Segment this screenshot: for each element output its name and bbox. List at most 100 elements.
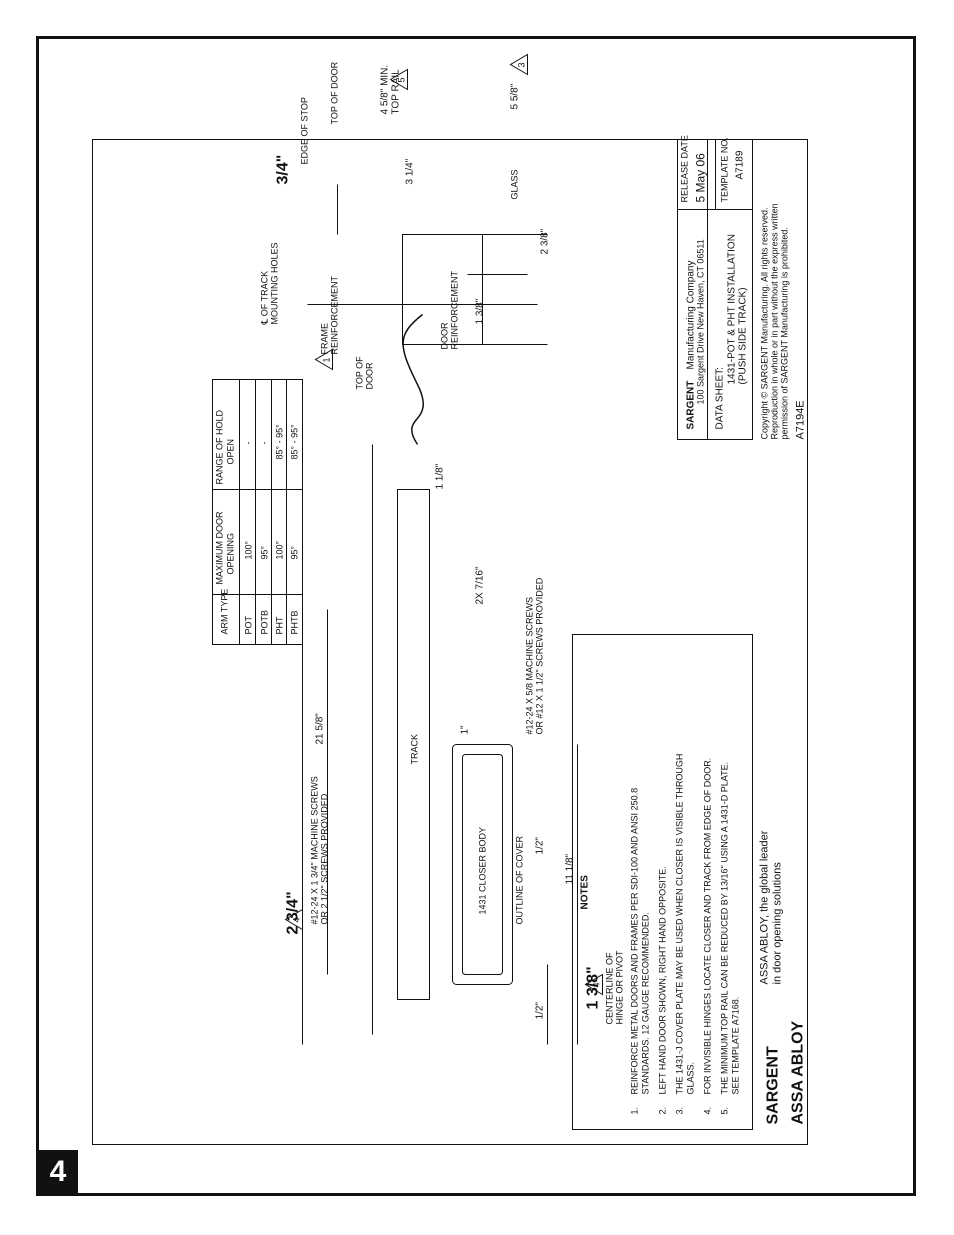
table-cell: - bbox=[244, 442, 254, 445]
tb-data-sheet: DATA SHEET: bbox=[715, 367, 726, 429]
note-2-line1: LEFT HAND DOOR SHOWN, RIGHT HAND OPPOSIT… bbox=[658, 866, 668, 1094]
dim-1: 1" bbox=[460, 725, 471, 735]
callout-num: 4 bbox=[592, 982, 602, 987]
brand-sargent: SARGENT bbox=[765, 1046, 782, 1124]
label-top-of-door2: DOOR bbox=[365, 362, 375, 390]
label-top-of-door1: TOP OF bbox=[355, 356, 365, 390]
track-outline bbox=[397, 489, 430, 1000]
copyright-line1: Copyright © SARGENT Manufacturing. All r… bbox=[760, 207, 770, 439]
note-3-num: 3. bbox=[675, 1107, 685, 1115]
table-cell: 100° bbox=[275, 540, 285, 559]
brand-assa: ASSA ABLOY bbox=[790, 1020, 807, 1124]
table-cell: 85° - 95° bbox=[290, 424, 300, 460]
callout-num: 1 bbox=[322, 357, 332, 362]
note-3-line2: GLASS. bbox=[686, 1062, 696, 1095]
dim-2-3-4: 2 3/4" bbox=[285, 891, 302, 934]
tb-template-val: A7189 bbox=[735, 150, 746, 179]
table-header-range2: OPEN bbox=[226, 439, 236, 465]
sheet-border bbox=[92, 139, 808, 1145]
dim-4-5-8-b: TOP RAIL bbox=[391, 69, 402, 115]
tb-company2: Manufacturing Company bbox=[686, 261, 697, 370]
table-header-max1: MAXIMUM DOOR bbox=[215, 511, 225, 584]
brand-tagline2: in door opening solutions bbox=[772, 862, 784, 985]
label-edge-of-stop: EDGE OF STOP bbox=[300, 97, 310, 164]
label-frame1: FRAME bbox=[320, 323, 330, 355]
tb-company: SARGENT bbox=[686, 381, 697, 430]
dim-21-5-8: 21 5/8" bbox=[315, 713, 326, 745]
dim-1-2-b: 1/2" bbox=[535, 837, 546, 855]
table-cell: POT bbox=[244, 615, 254, 634]
table-header-max2: OPENING bbox=[226, 533, 236, 575]
label-door-reinf2: REINFORCEMENT bbox=[450, 270, 460, 349]
copyright-code: A7194E bbox=[795, 400, 807, 439]
note-1-line1: REINFORCE METAL DOORS AND FRAMES PER SDI… bbox=[630, 788, 640, 1095]
dim-5-5-8: 5 5/8" bbox=[510, 83, 521, 109]
notes-box bbox=[572, 634, 753, 1130]
notes-title: NOTES bbox=[580, 875, 591, 910]
screws1-line2: OR 2 1/2" SCREWS PROVIDED bbox=[320, 793, 330, 924]
dim-11-1-8: 11 1/8" bbox=[565, 853, 576, 884]
note-4-line1: FOR INVISIBLE HINGES LOCATE CLOSER AND T… bbox=[703, 758, 713, 1095]
dim-1-3-8-b: 1 3/8" bbox=[475, 298, 486, 324]
table-cell: POTB bbox=[260, 610, 270, 635]
label-top-of-door3: TOP OF DOOR bbox=[330, 61, 340, 124]
callout-num: 5 bbox=[397, 77, 407, 82]
tb-template-no: TEMPLATE NO. bbox=[720, 137, 730, 202]
dim-1-2-a: 1/2" bbox=[535, 1002, 546, 1020]
page-number: 4 bbox=[38, 1150, 78, 1194]
dim-2x-7-16: 2X 7/16" bbox=[475, 566, 486, 604]
table-cell: - bbox=[260, 442, 270, 445]
table-header-range1: RANGE OF HOLD bbox=[215, 409, 225, 484]
screws2-line1: #12-24 X 5/8 MACHINE SCREWS bbox=[525, 597, 535, 735]
callout-triangle-icon bbox=[584, 973, 603, 996]
screws2-line2: OR #12 X 1 1/2" SCREWS PROVIDED bbox=[535, 577, 545, 734]
callout-num: 3 bbox=[517, 62, 527, 67]
tb-release: RELEASE DATE bbox=[680, 135, 690, 202]
note-4-num: 4. bbox=[703, 1107, 713, 1115]
dim-2-3-8: 2 3/8" bbox=[540, 228, 551, 254]
table-cell: 85° - 95° bbox=[275, 424, 285, 460]
label-frame2: REINFORCEMENT bbox=[330, 275, 340, 354]
callout-num: 4 bbox=[292, 917, 302, 922]
dim-3-1-4: 3 1/4" bbox=[405, 158, 416, 184]
note-1-line2: STANDARDS. 12 GAUGE RECOMMENDED. bbox=[641, 912, 651, 1094]
table-cell: 100° bbox=[244, 540, 254, 559]
screws1-line1: #12-24 X 1 3/4" MACHINE SCREWS bbox=[310, 776, 320, 924]
label-centerline2: HINGE OR PIVOT bbox=[615, 950, 625, 1025]
table-header-arm: ARM TYPE bbox=[220, 589, 230, 635]
note-5-line1: THE MINIMUM TOP RAIL CAN BE REDUCED BY 1… bbox=[720, 762, 730, 1095]
installation-drawing: NOTES 1. REINFORCE METAL DOORS AND FRAME… bbox=[92, 53, 808, 1145]
copyright-line3: permission of SARGENT Manufacturing is p… bbox=[780, 227, 790, 439]
dim-1-1-8: 1 1/8" bbox=[435, 463, 446, 489]
dim-1-3-8: 1 3/8" bbox=[585, 966, 602, 1009]
dim-3-4: 3/4" bbox=[275, 155, 292, 185]
label-centerline1: CENTERLINE OF bbox=[605, 952, 615, 1025]
note-3-line1: THE 1431-J COVER PLATE MAY BE USED WHEN … bbox=[675, 754, 685, 1095]
page-frame bbox=[36, 36, 916, 1196]
dim-4-5-8-a: 4 5/8" MIN. bbox=[380, 65, 391, 115]
callout-triangle-icon bbox=[509, 53, 528, 76]
label-track: TRACK bbox=[410, 734, 420, 765]
note-5-num: 5. bbox=[720, 1107, 730, 1115]
closer-body-outline bbox=[452, 744, 513, 985]
brand-tagline1: ASSA ABLOY, the global leader bbox=[759, 830, 771, 984]
label-closer-body: 1431 CLOSER BODY bbox=[478, 827, 488, 915]
table-cell: PHT bbox=[275, 616, 285, 635]
label-door-reinf1: DOOR bbox=[440, 322, 450, 350]
label-glass: GLASS bbox=[510, 169, 520, 199]
label-track-holes1: ℄ OF TRACK bbox=[260, 271, 270, 326]
table-cell: PHTB bbox=[290, 610, 300, 634]
table-cell: 95° bbox=[260, 545, 270, 559]
tb-title1: 1431-POT & PHT INSTALLATION bbox=[727, 234, 738, 384]
label-track-holes2: MOUNTING HOLES bbox=[270, 242, 280, 324]
rotated-drawing-sheet: NOTES 1. REINFORCE METAL DOORS AND FRAME… bbox=[78, 50, 878, 1185]
callout-triangle-icon bbox=[314, 348, 333, 371]
note-2-num: 2. bbox=[658, 1107, 668, 1115]
table-cell: 95° bbox=[290, 545, 300, 559]
tb-title2: (PUSH SIDE TRACK) bbox=[738, 287, 749, 384]
tb-address: 100 Sargent Drive New Haven, CT 06511 bbox=[696, 239, 706, 404]
note-5-line2: SEE TEMPLATE A7168. bbox=[731, 997, 741, 1095]
copyright-line2: Reproduction in whole or in part without… bbox=[770, 203, 780, 439]
callout-triangle-icon bbox=[284, 908, 303, 931]
label-outline-cover: OUTLINE OF COVER bbox=[515, 835, 525, 924]
